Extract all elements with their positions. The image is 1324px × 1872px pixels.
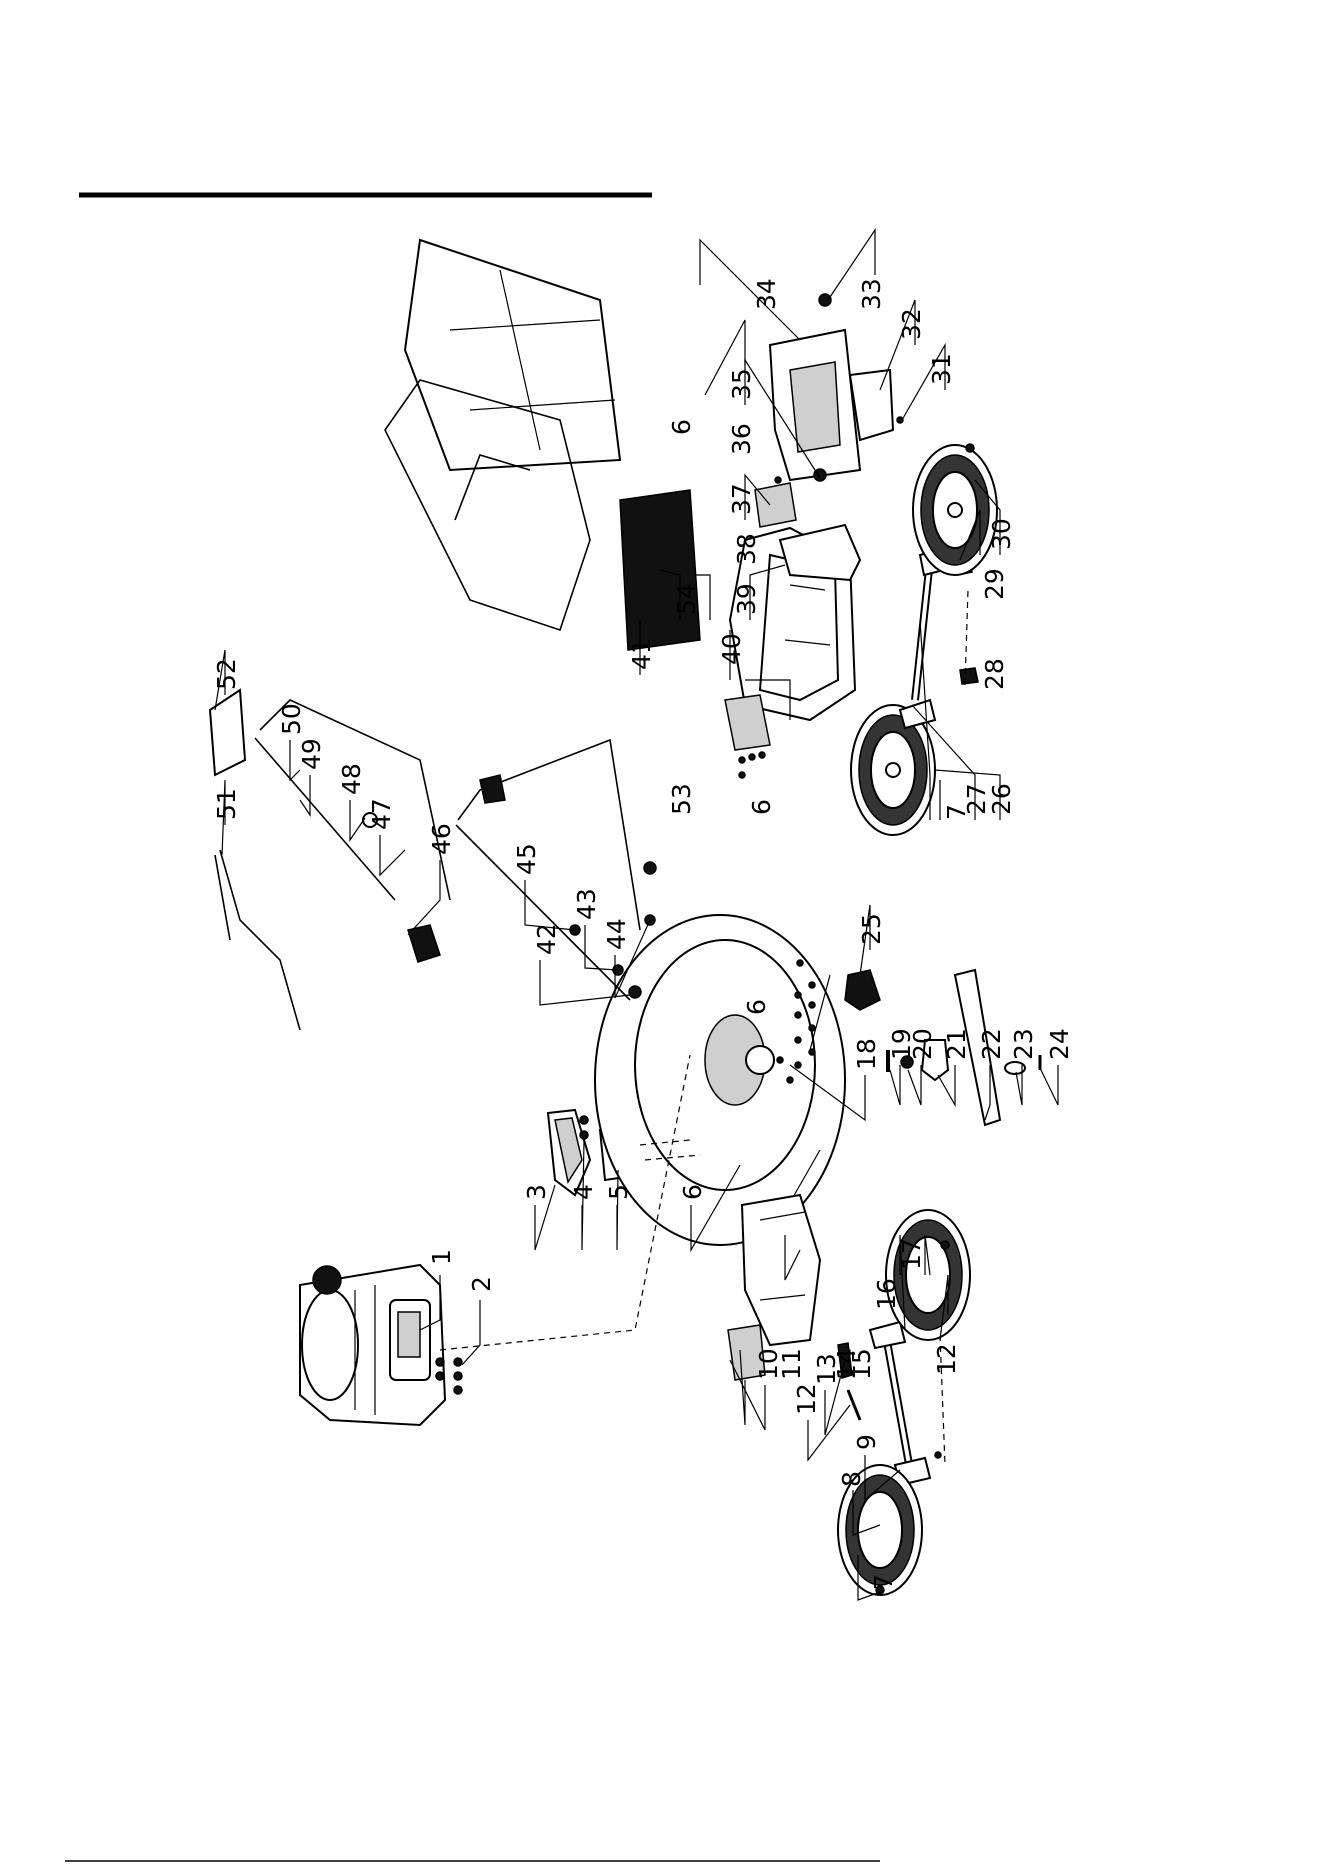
part-label: 12 <box>792 1383 821 1415</box>
bail-lever-drawing <box>215 850 300 1030</box>
grass-bag-drawing <box>405 240 620 470</box>
grass-bag-frame-top-drawing <box>770 294 903 481</box>
front-wheel-right-drawing <box>886 1210 970 1340</box>
rear-axle-drawing <box>900 548 978 728</box>
part-label: 51 <box>212 788 241 820</box>
part-label: 37 <box>727 483 756 515</box>
part-label: 49 <box>297 738 326 770</box>
part-label: 1 <box>427 1249 456 1265</box>
part-label: 17 <box>897 1238 926 1270</box>
part-label: 43 <box>572 888 601 920</box>
clip-drawing <box>755 477 796 527</box>
part-label: 8 <box>837 1471 866 1487</box>
part-label: 54 <box>672 583 701 615</box>
part-label: 18 <box>852 1038 881 1070</box>
part-label: 53 <box>667 783 696 815</box>
part-label: 46 <box>427 823 456 855</box>
rear-wheel-right-drawing <box>913 444 997 575</box>
part-label: 7 <box>942 804 971 820</box>
part-label: 33 <box>857 278 886 310</box>
height-lever-drawing <box>845 970 880 1010</box>
handle-grip-drawing <box>210 690 245 775</box>
part-label: 48 <box>337 763 366 795</box>
part-label: 39 <box>732 583 761 615</box>
part-label: 16 <box>872 1278 901 1310</box>
part-label: 32 <box>897 308 926 340</box>
part-label: 6 <box>667 419 696 435</box>
part-label: 2 <box>467 1276 496 1292</box>
part-label: 47 <box>367 798 396 830</box>
part-label: 21 <box>942 1028 971 1060</box>
part-label: 44 <box>602 918 631 950</box>
part-label: 15 <box>847 1348 876 1380</box>
part-label: 30 <box>987 518 1016 550</box>
part-label: 5 <box>604 1184 633 1200</box>
part-label: 23 <box>1009 1028 1038 1060</box>
part-label: 50 <box>277 703 306 735</box>
part-label: 40 <box>717 633 746 665</box>
part-label: 6 <box>678 1184 707 1200</box>
part-label: 4 <box>569 1184 598 1200</box>
part-label: 11 <box>777 1348 806 1380</box>
part-label: 29 <box>980 568 1009 600</box>
part-label: 26 <box>987 783 1016 815</box>
part-label: 38 <box>732 533 761 565</box>
part-label: 3 <box>522 1184 551 1200</box>
engine-drawing <box>300 1265 445 1425</box>
part-label: 35 <box>727 368 756 400</box>
part-label: 42 <box>532 923 561 955</box>
part-label: 25 <box>857 913 886 945</box>
part-label: 6 <box>742 999 771 1015</box>
part-label: 41 <box>627 638 656 670</box>
part-label: 28 <box>980 658 1009 690</box>
part-label: 9 <box>852 1434 881 1450</box>
part-label: 31 <box>927 353 956 385</box>
rear-wheel-left-drawing <box>851 705 935 835</box>
part-label: 45 <box>512 843 541 875</box>
part-label: 22 <box>977 1028 1006 1060</box>
part-label: 36 <box>727 423 756 455</box>
rear-latch-drawing <box>725 695 770 778</box>
part-label: 20 <box>908 1028 937 1060</box>
part-label: 34 <box>752 278 781 310</box>
part-label: 52 <box>212 658 241 690</box>
part-label: 12 <box>932 1343 961 1375</box>
part-label: 6 <box>747 799 776 815</box>
part-label: 24 <box>1045 1028 1074 1060</box>
part-label: 7 <box>869 1574 898 1590</box>
